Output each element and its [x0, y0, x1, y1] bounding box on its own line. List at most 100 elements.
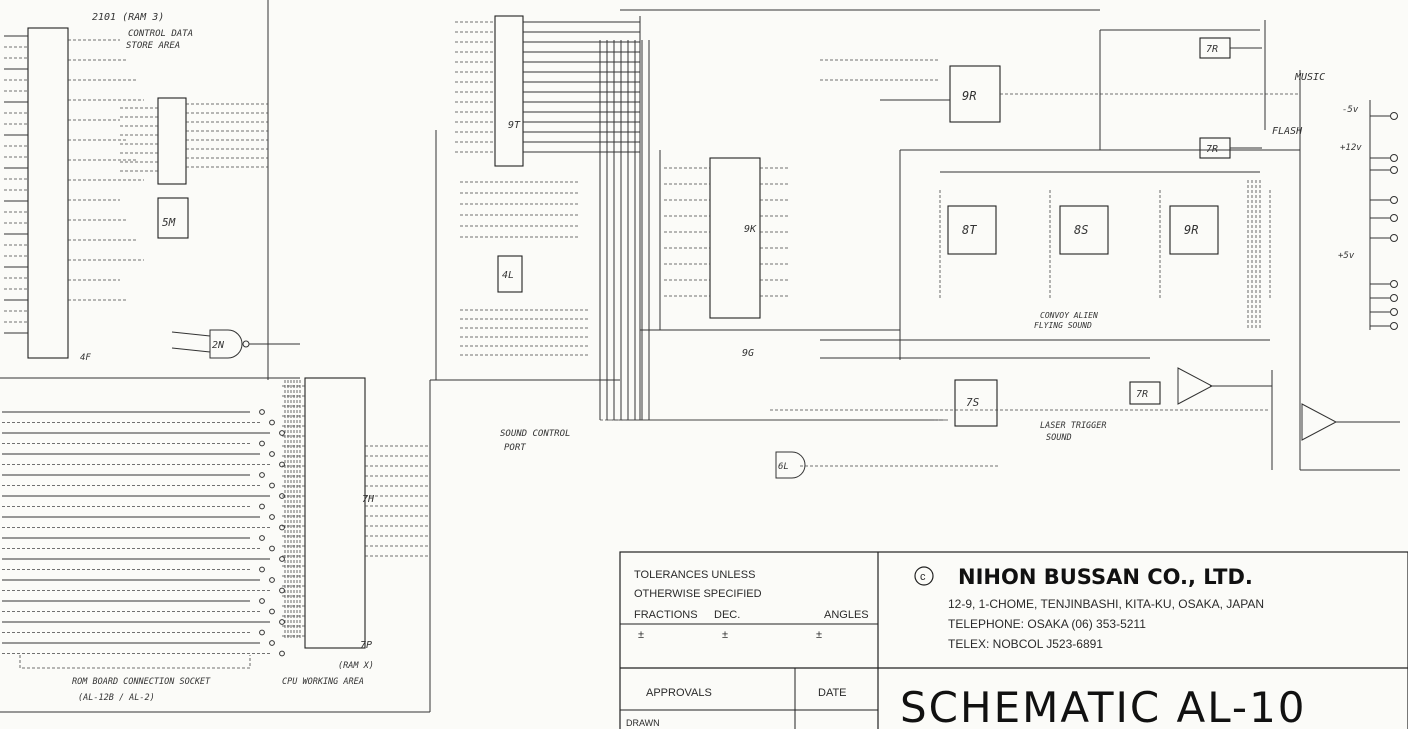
ram-x-label: (RAM X)	[338, 661, 374, 671]
connector-pin	[1390, 166, 1398, 174]
chip-7s	[954, 379, 998, 427]
chip-2n-label: 2N	[212, 340, 225, 351]
dec-text: DEC.	[714, 609, 740, 621]
pin	[259, 598, 265, 604]
opamp-9t	[1301, 403, 1338, 441]
connector-pin	[1390, 214, 1398, 222]
chip-9r-label: 9R	[1184, 223, 1198, 237]
chip-9k	[709, 157, 761, 319]
chip-5m-label: 5M	[162, 216, 176, 229]
connector-pin	[1390, 196, 1398, 204]
gate-2n: 2N	[171, 329, 300, 359]
chip-7p	[304, 377, 366, 649]
pin	[279, 650, 285, 657]
rom-socket-label: ROM BOARD CONNECTION SOCKET	[72, 677, 211, 687]
pin	[279, 430, 285, 436]
pin	[259, 503, 265, 510]
flash-label: FLASH	[1272, 126, 1303, 137]
connector-pin	[1390, 112, 1398, 120]
pin	[279, 461, 285, 468]
connector-pin	[1390, 280, 1398, 288]
connector-pin	[1390, 308, 1398, 316]
pin	[269, 514, 275, 520]
pin	[279, 524, 285, 531]
ram3-chip	[27, 27, 69, 359]
music-label: MUSIC	[1294, 72, 1325, 83]
supply-neg5-label: -5v	[1342, 105, 1359, 115]
chip-8t-label: 8T	[962, 223, 977, 237]
chip-5m	[157, 197, 189, 239]
chip-8s-label: 8S	[1074, 223, 1088, 237]
rom-socket-block: ROM BOARD CONNECTION SOCKET (AL-12B / AL…	[0, 380, 431, 713]
pin	[259, 472, 265, 478]
control-data-label: CONTROL DATA	[128, 29, 193, 39]
pin	[279, 619, 285, 625]
fractions-text: FRACTIONS	[634, 609, 698, 621]
angles-text: ANGLES	[824, 609, 869, 621]
sound-wiring	[640, 20, 1400, 471]
center-chips: 7P 7H 9T 4L SOUND CONTROL PORT	[282, 9, 1100, 651]
fractions-value: ±	[638, 629, 644, 641]
sound-port-label: PORT	[504, 443, 526, 453]
rom-models-label: (AL-12B / AL-2)	[78, 693, 155, 703]
company-name: NIHON BUSSAN CO., LTD.	[958, 565, 1253, 589]
ram3-label: 2101 (RAM 3)	[92, 12, 164, 23]
chip-9r-top-label: 9R	[962, 89, 976, 103]
ram3-block: 2101 (RAM 3) CONTROL DATA STORE AREA 4F …	[0, 0, 300, 380]
pin	[259, 535, 265, 541]
company-telex: TELEX: NOBCOL J523-6891	[948, 637, 1103, 651]
chip-8s	[1059, 205, 1109, 255]
pin	[279, 556, 285, 562]
approvals-text: APPROVALS	[646, 687, 712, 699]
title-block: TOLERANCES UNLESS OTHERWISE SPECIFIED FR…	[619, 551, 1408, 729]
pin	[259, 629, 265, 636]
chip-7r-a	[1129, 381, 1161, 405]
connector-pin	[1390, 154, 1398, 162]
left-bus-lines	[0, 0, 300, 380]
drawn-text: DRAWN	[626, 718, 660, 728]
chip-4l	[497, 255, 523, 293]
chip-9r	[1169, 205, 1219, 255]
pin	[269, 545, 275, 552]
power-connectors: -5v +12v +5v	[1338, 100, 1398, 330]
pin	[269, 640, 275, 646]
chip-7p-label: 7P	[360, 640, 372, 651]
ufo-label-2: FLYING SOUND	[1034, 321, 1092, 330]
mid-bus-lines	[430, 9, 1100, 421]
angles-value: ±	[816, 629, 822, 641]
chip-8t	[947, 205, 997, 255]
pin	[269, 419, 275, 426]
chip-5l	[157, 97, 187, 185]
tolerances-text: TOLERANCES UNLESS	[634, 569, 755, 581]
center-bus-lines	[282, 380, 430, 640]
chip-7r-a-label: 7R	[1136, 389, 1148, 400]
pin	[269, 577, 275, 583]
drawing-title: SCHEMATIC AL-10	[900, 683, 1307, 729]
chip-9t-label: 9T	[508, 120, 521, 131]
copyright-icon	[914, 566, 934, 586]
supply-12-label: +12v	[1340, 143, 1362, 153]
company-telephone: TELEPHONE: OSAKA (06) 353-5211	[948, 617, 1146, 631]
chip-9k-label: 9K	[744, 224, 757, 235]
company-address: 12-9, 1-CHOME, TENJINBASHI, KITA-KU, OSA…	[948, 597, 1264, 611]
cpu-work-label: CPU WORKING AREA	[282, 677, 364, 687]
supply-5-label: +5v	[1338, 251, 1355, 261]
chip-4f-label: 4F	[80, 353, 91, 363]
pin	[259, 440, 265, 447]
chip-9g-label: 9G	[742, 348, 754, 359]
dec-value: ±	[722, 629, 728, 641]
laser-label: LASER TRIGGER	[1040, 421, 1107, 431]
wire	[19, 655, 251, 669]
pin	[269, 482, 275, 489]
date-text: DATE	[818, 687, 847, 699]
laser-label-2: SOUND	[1046, 433, 1072, 443]
chip-7h-label: 7H	[362, 494, 375, 505]
control-data-label-2: STORE AREA	[126, 41, 180, 51]
pin	[269, 608, 275, 615]
sound-control-label: SOUND CONTROL	[500, 429, 570, 439]
chip-7s-label: 7S	[966, 396, 980, 409]
pin	[259, 566, 265, 573]
sound-chips: 9K 9G 9R 8T 8S 9R 7S 7R 7R 7R 6L MUSIC F…	[640, 20, 1400, 479]
pin	[279, 587, 285, 594]
